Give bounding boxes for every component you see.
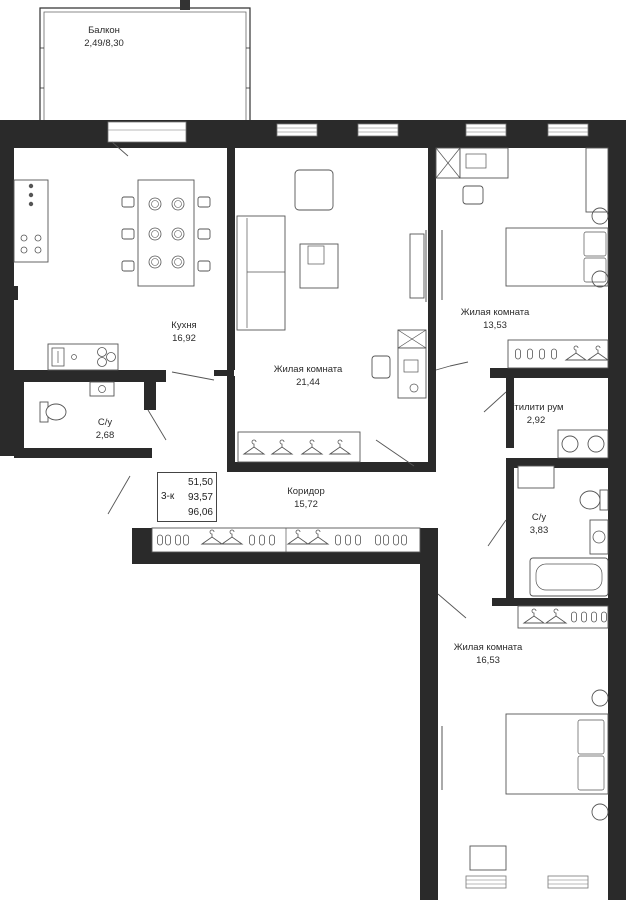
doors xyxy=(107,141,507,619)
hob-icon xyxy=(20,183,42,254)
room-name: Кухня xyxy=(171,320,197,331)
dining-table xyxy=(121,179,211,287)
total-area: 93,57 xyxy=(187,492,213,503)
room-label-bedroom-1: Жилая комната 13,53 xyxy=(461,307,530,333)
apartment-summary: 3-к 51,50 93,57 96,06 xyxy=(157,472,217,522)
room-label-living-main: Жилая комната 21,44 xyxy=(274,364,343,390)
room-name: Коридор xyxy=(287,486,325,497)
room-name: Жилая комната xyxy=(453,642,523,653)
bathroom-1-fixtures xyxy=(39,381,115,423)
room-area: 16,92 xyxy=(172,332,196,344)
apartment-type: 3-к xyxy=(161,491,175,502)
total-area-with-balcony: 96,06 xyxy=(187,507,213,518)
living-furniture xyxy=(236,169,427,463)
room-area: 3,83 xyxy=(529,524,549,536)
bathroom-2-fixtures xyxy=(529,489,609,597)
room-name: С/у xyxy=(531,512,547,523)
room-label-bathroom-1: С/у 2,68 xyxy=(96,417,115,443)
room-area: 13,53 xyxy=(483,319,507,331)
room-area: 2,68 xyxy=(95,429,115,441)
kitchen-furniture xyxy=(13,179,211,371)
room-label-bathroom-2: С/у 3,83 xyxy=(530,512,549,538)
room-label-utility: Утилити рум 2,92 xyxy=(508,402,563,428)
room-name: Утилити рум xyxy=(508,402,564,413)
room-label-bedroom-2: Жилая комната 16,53 xyxy=(454,642,523,668)
room-name: Балкон xyxy=(88,25,120,36)
area-values: 51,50 93,57 96,06 xyxy=(188,475,213,520)
living-area: 51,50 xyxy=(187,477,213,488)
sink-icon xyxy=(51,347,116,367)
utility-fixtures xyxy=(517,429,609,489)
room-name: С/у xyxy=(97,417,113,428)
room-area: 21,44 xyxy=(296,376,320,388)
room-name: Жилая комната xyxy=(460,307,530,318)
windows xyxy=(107,121,589,889)
bedroom-1-furniture xyxy=(435,147,609,369)
room-area: 15,72 xyxy=(294,498,318,510)
room-name: Жилая комната xyxy=(273,364,343,375)
room-label-corridor: Коридор 15,72 xyxy=(287,486,325,512)
corridor-storage xyxy=(151,527,421,553)
room-label-kitchen: Кухня 16,92 xyxy=(171,320,196,346)
room-label-balcony: Балкон 2,49/8,30 xyxy=(84,25,124,51)
bedroom-2-furniture xyxy=(441,605,609,871)
room-area: 2,92 xyxy=(526,414,546,426)
room-area: 2,49/8,30 xyxy=(84,37,124,49)
room-area: 16,53 xyxy=(476,654,500,666)
balcony xyxy=(39,0,251,120)
